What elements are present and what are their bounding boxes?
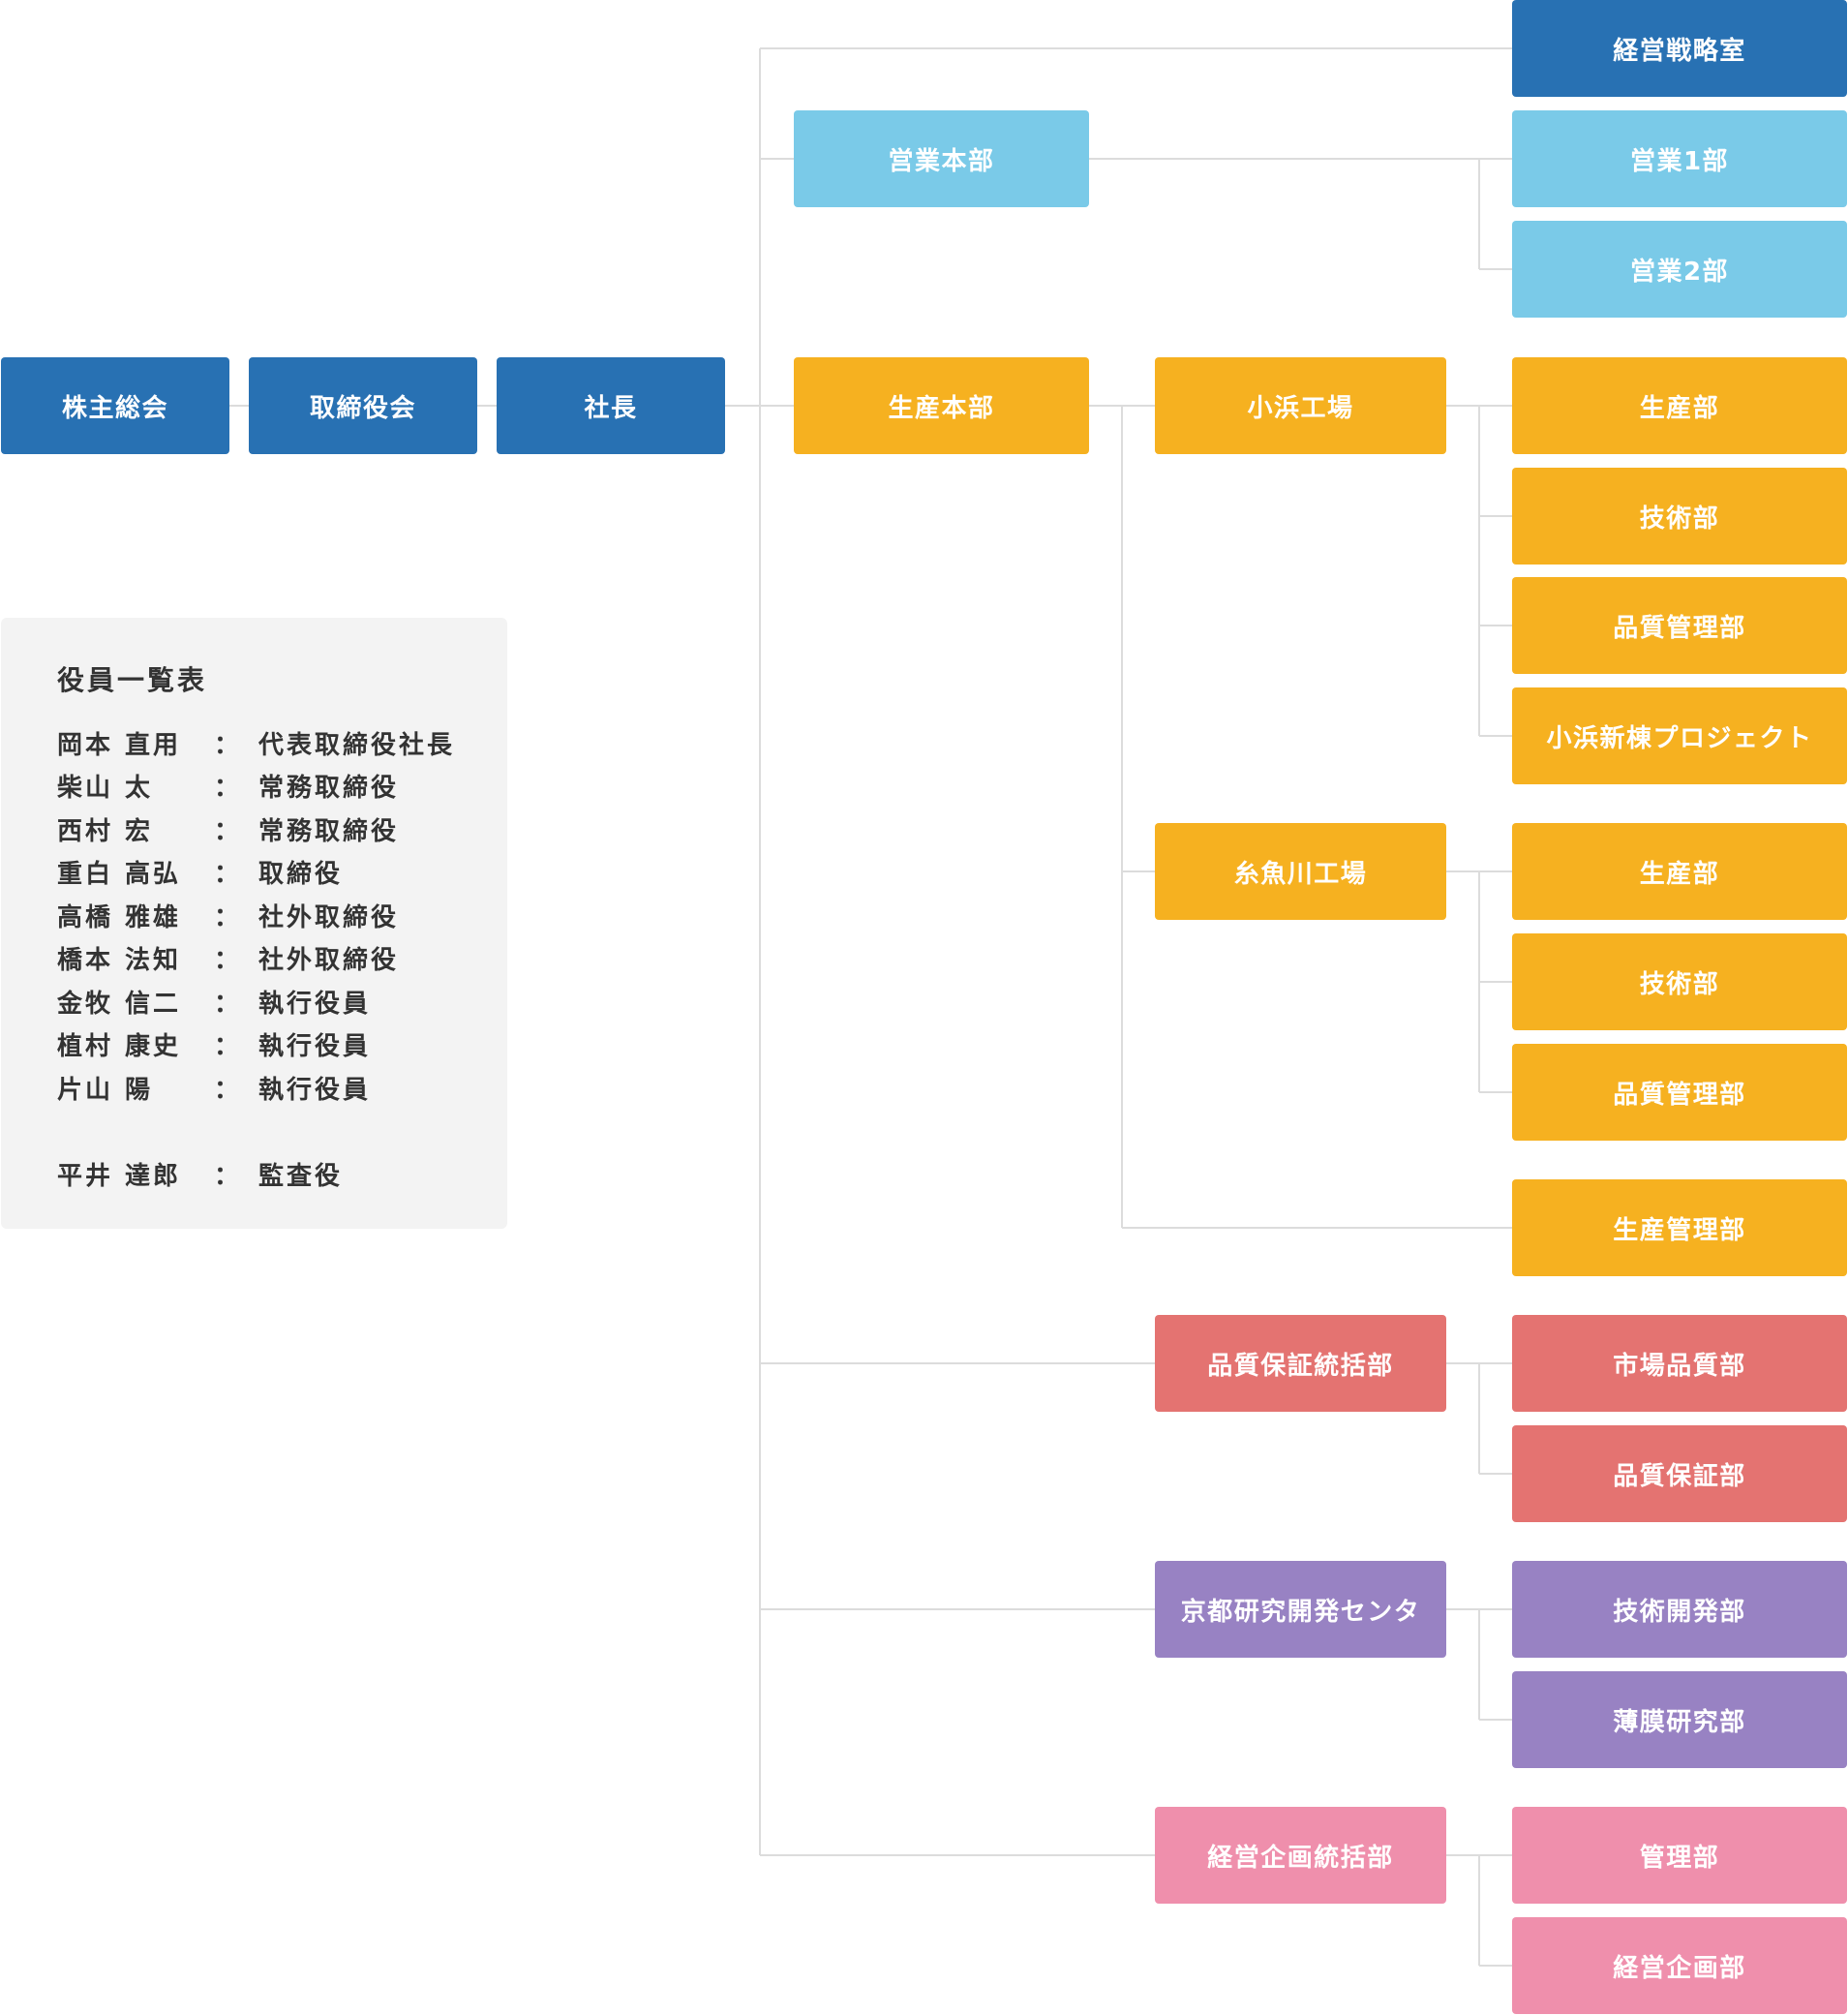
officer-name: 重白 高弘 <box>57 860 182 889</box>
obama-new-building-project-box: 小浜新棟プロジェクト <box>1512 687 1847 784</box>
officer-colon: ： <box>214 1162 243 1191</box>
officer-role: 代表取締役社長 <box>258 731 456 760</box>
officer-colon: ： <box>214 731 243 760</box>
planning-division-box: 経営企画統括部 <box>1155 1807 1446 1904</box>
market-quality-dept-box: 市場品質部 <box>1512 1315 1847 1412</box>
officer-name: 金牧 信二 <box>57 990 182 1019</box>
obama-engineering-dept-box: 技術部 <box>1512 468 1847 565</box>
officer-role: 執行役員 <box>258 1032 372 1061</box>
officer-name: 岡本 直用 <box>57 731 182 760</box>
obama-quality-control-dept-box: 品質管理部 <box>1512 577 1847 674</box>
officer-name: 高橋 雅雄 <box>57 903 182 932</box>
itoigawa-engineering-dept-box: 技術部 <box>1512 933 1847 1030</box>
officer-role: 執行役員 <box>258 1076 372 1105</box>
sales-dept-1-box: 営業1部 <box>1512 110 1847 207</box>
officer-role: 取締役 <box>258 860 344 889</box>
obama-production-dept-box: 生産部 <box>1512 357 1847 454</box>
officers-panel: 役員一覧表 岡本 直用 ： 代表取締役社長 柴山 太 ： 常務取締役 西村 宏 … <box>1 618 507 1229</box>
kyoto-rd-center-box: 京都研究開発センタ <box>1155 1561 1446 1658</box>
itoigawa-quality-control-dept-box: 品質管理部 <box>1512 1044 1847 1141</box>
officer-name: 植村 康史 <box>57 1032 182 1061</box>
production-hq-box: 生産本部 <box>794 357 1089 454</box>
officer-colon: ： <box>214 817 243 846</box>
officer-colon: ： <box>214 774 243 803</box>
officer-name: 片山 陽 <box>57 1076 154 1105</box>
tech-development-dept-box: 技術開発部 <box>1512 1561 1847 1658</box>
officer-colon: ： <box>214 990 243 1019</box>
strategy-office-box: 経営戦略室 <box>1512 0 1847 97</box>
president-box: 社長 <box>497 357 725 454</box>
officer-role: 常務取締役 <box>258 817 400 846</box>
production-control-dept-box: 生産管理部 <box>1512 1179 1847 1276</box>
officer-name: 平井 達郎 <box>57 1162 182 1191</box>
officer-colon: ： <box>214 1076 243 1105</box>
itoigawa-production-dept-box: 生産部 <box>1512 823 1847 920</box>
obama-factory-box: 小浜工場 <box>1155 357 1446 454</box>
officer-name: 柴山 太 <box>57 774 154 803</box>
sales-hq-box: 営業本部 <box>794 110 1089 207</box>
corporate-planning-dept-box: 経営企画部 <box>1512 1917 1847 2014</box>
officer-role: 社外取締役 <box>258 946 400 975</box>
officer-colon: ： <box>214 860 243 889</box>
qa-division-box: 品質保証統括部 <box>1155 1315 1446 1412</box>
itoigawa-factory-box: 糸魚川工場 <box>1155 823 1446 920</box>
officer-role: 社外取締役 <box>258 903 400 932</box>
shareholders-meeting-box: 株主総会 <box>1 357 229 454</box>
officers-title: 役員一覧表 <box>57 664 208 696</box>
officer-colon: ： <box>214 946 243 975</box>
board-of-directors-box: 取締役会 <box>249 357 477 454</box>
sales-dept-2-box: 営業2部 <box>1512 221 1847 318</box>
officer-colon: ： <box>214 1032 243 1061</box>
quality-assurance-dept-box: 品質保証部 <box>1512 1425 1847 1522</box>
officer-name: 西村 宏 <box>57 817 154 846</box>
administration-dept-box: 管理部 <box>1512 1807 1847 1904</box>
thin-film-research-dept-box: 薄膜研究部 <box>1512 1671 1847 1768</box>
officer-role: 常務取締役 <box>258 774 400 803</box>
officer-role: 監査役 <box>258 1162 344 1191</box>
officer-name: 橋本 法知 <box>57 946 182 975</box>
officer-colon: ： <box>214 903 243 932</box>
officer-role: 執行役員 <box>258 990 372 1019</box>
